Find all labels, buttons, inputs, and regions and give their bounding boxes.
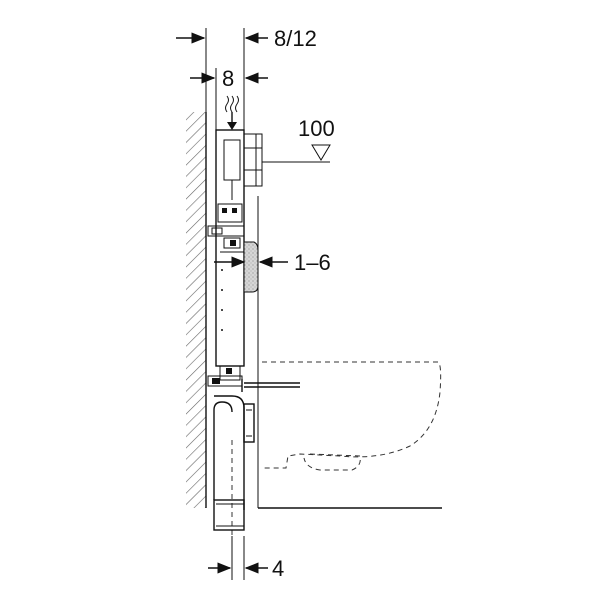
dimension-bottom-label: 4 xyxy=(272,556,284,581)
dimension-bottom: 4 xyxy=(208,536,284,581)
dimension-top: 8/12 xyxy=(176,26,317,112)
wall xyxy=(186,112,207,508)
dimension-frame-label: 8 xyxy=(222,66,234,91)
water-supply-icon xyxy=(225,95,239,130)
height-marker-label: 100 xyxy=(298,116,335,141)
dimension-adjust-label: 1–6 xyxy=(294,250,331,275)
dimension-frame: 8 xyxy=(190,66,268,130)
height-marker: 100 xyxy=(262,116,335,163)
toilet-bowl-outline xyxy=(262,361,442,471)
dimension-adjust: 1–6 xyxy=(214,250,331,275)
lower-bracket xyxy=(207,365,300,392)
dimension-top-label: 8/12 xyxy=(274,26,317,51)
insulation-panel xyxy=(243,241,259,293)
drain-pipe xyxy=(213,395,255,540)
